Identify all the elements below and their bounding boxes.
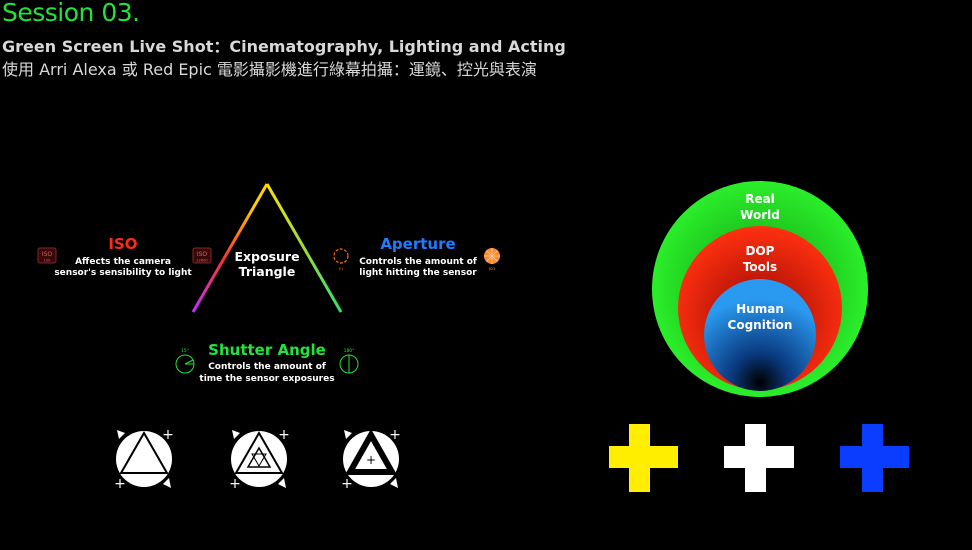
svg-text:+: + xyxy=(114,476,126,492)
svg-text:+: + xyxy=(229,476,241,492)
aperture-small-value: f/1 xyxy=(339,267,344,271)
triangle-label-line2: Triangle xyxy=(239,264,296,279)
subtitle-chinese: 使用 Arri Alexa 或 Red Epic 電影攝影機進行綠幕拍攝：運鏡、… xyxy=(2,60,537,79)
iso-low-icon xyxy=(37,247,57,264)
shutter-desc-line2: time the sensor exposures xyxy=(199,374,334,384)
blue-cross xyxy=(840,424,909,492)
iso-group: ISO 100 ISO 12800 ISO Affects the camera… xyxy=(37,235,212,278)
subtitle-english: Green Screen Live Shot：Cinematography, L… xyxy=(2,37,566,56)
outer-label-line1: Real xyxy=(745,192,775,206)
iso-desc-line1: Affects the camera xyxy=(75,257,171,267)
shutter-group: 15° 180° Shutter Angle Controls the amou… xyxy=(175,341,359,384)
iso-high-icon-text: ISO xyxy=(197,251,208,258)
svg-text:+: + xyxy=(366,453,376,467)
white-cross xyxy=(724,424,794,492)
iso-high-icon xyxy=(192,247,212,264)
svg-text:+: + xyxy=(278,427,290,443)
shutter-desc-line1: Controls the amount of xyxy=(208,362,326,372)
exposure-triangle: Exposure Triangle xyxy=(191,183,343,314)
iso-low-icon-value: 100 xyxy=(44,259,51,263)
triangle-full-icon: + + xyxy=(114,427,174,492)
triangle-label-line1: Exposure xyxy=(234,249,299,264)
middle-label-line1: DOP xyxy=(746,244,775,258)
shutter-heading: Shutter Angle xyxy=(208,341,326,359)
aperture-desc-line2: light hitting the sensor xyxy=(359,268,477,278)
triangle-right-edge xyxy=(265,183,343,313)
inner-label-line1: Human xyxy=(736,302,784,316)
inner-circle-human-cognition xyxy=(704,279,816,391)
aperture-small-icon xyxy=(333,248,349,264)
svg-text:+: + xyxy=(341,476,353,492)
iso-desc-line2: sensor's sensibility to light xyxy=(54,268,192,278)
aperture-heading: Aperture xyxy=(380,235,455,253)
inner-label-line2: Cognition xyxy=(728,318,793,332)
shutter-large-value: 180° xyxy=(344,348,355,354)
iso-heading: ISO xyxy=(108,235,137,253)
middle-label-line2: Tools xyxy=(743,260,777,274)
triangle-left-edge xyxy=(191,183,269,313)
svg-text:+: + xyxy=(162,427,174,443)
aperture-large-value: f/22 xyxy=(489,267,496,271)
concentric-circles: Real World DOP Tools Human Cognition xyxy=(652,181,868,397)
svg-text:+: + xyxy=(389,427,401,443)
shutter-small-value: 15° xyxy=(181,348,189,354)
yellow-cross xyxy=(609,424,678,492)
outer-label-line2: World xyxy=(740,208,780,222)
iso-high-icon-value: 12800 xyxy=(196,259,207,263)
page-title: Session 03. xyxy=(2,0,140,27)
triangle-inner-icon: + + xyxy=(229,427,290,492)
aperture-group: f/1 f/22 Aperture Controls the amount of… xyxy=(333,235,500,278)
triangle-thick-icon: + + + xyxy=(341,427,401,492)
iso-low-icon-text: ISO xyxy=(42,251,53,258)
aperture-desc-line1: Controls the amount of xyxy=(359,257,477,267)
